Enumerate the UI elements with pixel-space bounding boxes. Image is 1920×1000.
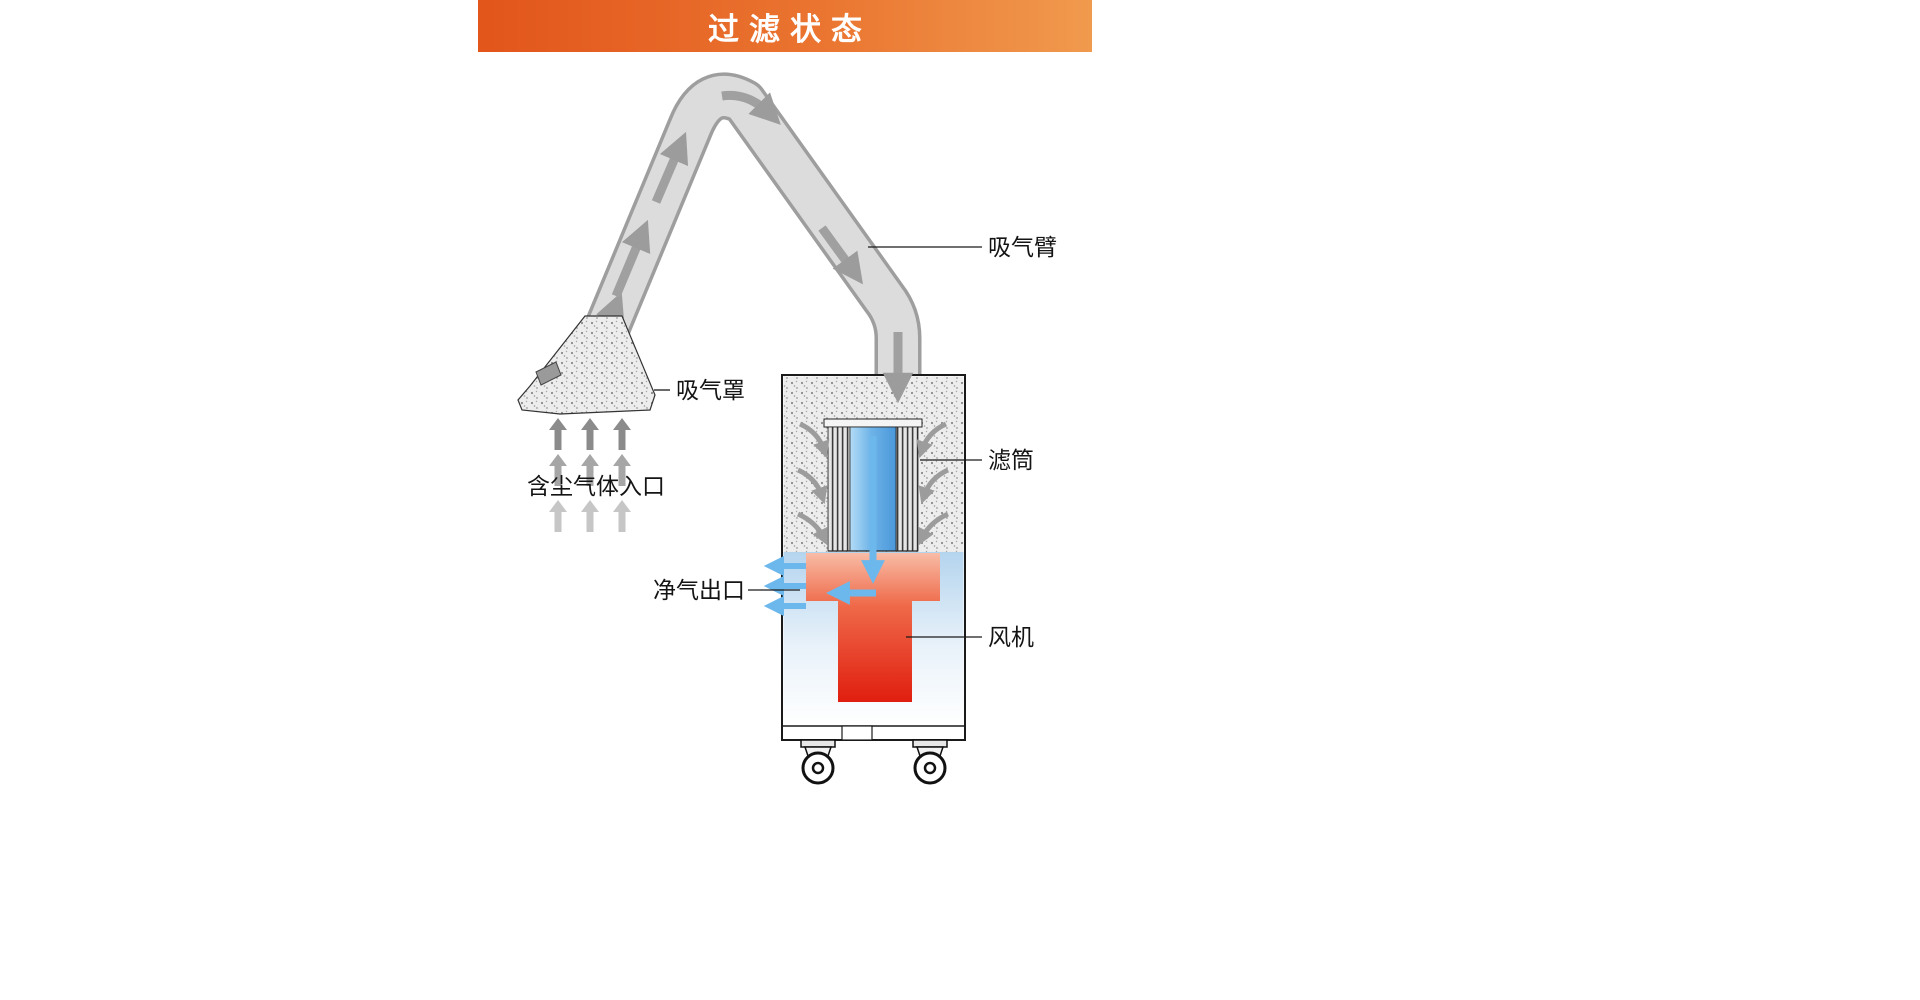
label-filter-cartridge: 滤筒 (988, 447, 1034, 473)
caster-left (800, 739, 836, 785)
base-tab (841, 725, 873, 741)
label-suction-hood: 吸气罩 (676, 377, 745, 403)
filter-pleats-left (827, 426, 851, 552)
suction-hood (517, 315, 656, 415)
arm-tube (583, 76, 918, 380)
chamber-swirl-arrows (796, 421, 950, 546)
label-fan: 风机 (988, 624, 1034, 650)
caster-right (912, 739, 948, 785)
suction-arm (580, 72, 922, 380)
label-dust-gas-inlet: 含尘气体入口 (527, 473, 665, 499)
label-suction-arm: 吸气臂 (988, 234, 1057, 260)
filter-pleats-right (895, 426, 919, 552)
casters (800, 739, 948, 785)
page-title: 过滤状态 (708, 11, 872, 47)
filter-top-plate (823, 418, 923, 428)
hood-cone (517, 315, 656, 415)
label-clean-air-outlet: 净气出口 (653, 577, 745, 603)
clean-air-arrows (763, 436, 885, 617)
leader-lines (654, 246, 982, 638)
hood-flap (535, 361, 562, 386)
title-banner: 过滤状态 (478, 0, 1092, 52)
arm-flow-arrows (596, 90, 863, 338)
